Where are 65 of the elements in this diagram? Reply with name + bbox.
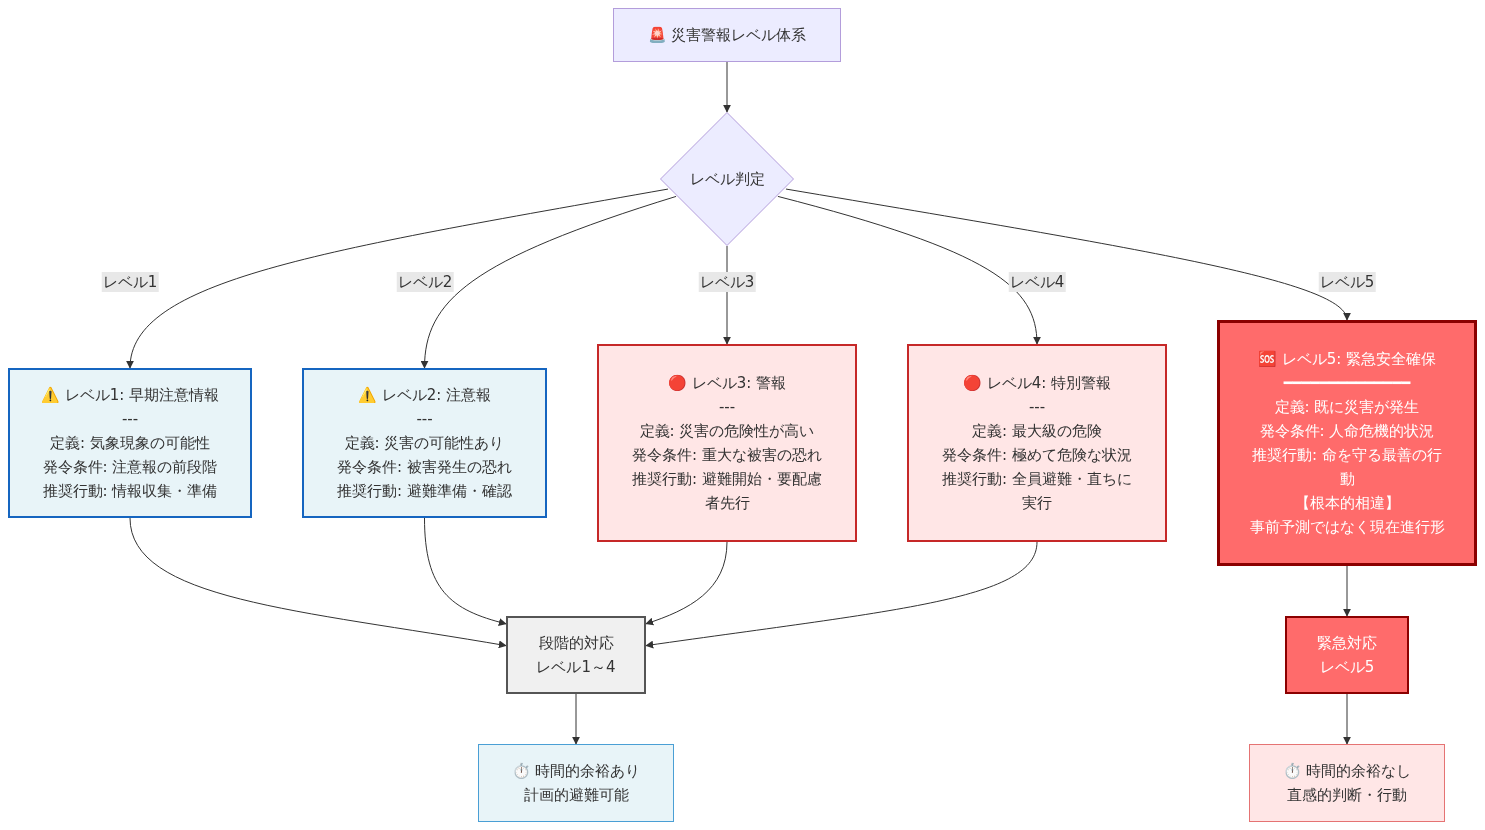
box-text: 定義: 気象現象の可能性 [50, 433, 210, 454]
arrow [127, 188, 669, 369]
box-text: 計画的避難可能 [523, 785, 629, 806]
box-text: --- [416, 409, 433, 430]
box-text: --- [1028, 397, 1046, 418]
box-text: 事前予測ではなく現在進行形 [1249, 517, 1445, 538]
box-heading: 🆘 レベル5: 緊急安全確保 [1257, 349, 1437, 370]
box-text: 推奨行動: 命を守る最善の行動 [1251, 445, 1443, 490]
arrow [785, 188, 1348, 321]
box-text: ━━━━━━━━━━━━━━ [1283, 373, 1411, 394]
box-heading: 緊急対応 [1317, 633, 1377, 654]
box-heading: ⚠ レベル1: 早期注意情報 [40, 385, 220, 406]
process-box [597, 344, 857, 542]
process-box [907, 344, 1167, 542]
decision-diamond [660, 112, 794, 246]
box-text: --- [718, 397, 736, 418]
box-text: 定義: 既に災害が発生 [1274, 397, 1420, 418]
edge-label: レベル4 [1008, 272, 1066, 292]
arrow [1343, 565, 1351, 617]
edge-label: レベル3 [698, 272, 756, 292]
box-text: 発令条件: 被害発生の恐れ [337, 457, 512, 478]
box-text: 直感的判断・行動 [1287, 785, 1407, 806]
edge-label: レベル1 [101, 272, 159, 292]
box-text: --- [121, 409, 139, 430]
box-text: 推奨行動: 情報収集・準備 [42, 481, 218, 502]
process-box [613, 8, 841, 62]
box-text: 発令条件: 重大な被害の恐れ [632, 445, 822, 466]
process-box [1217, 320, 1477, 566]
arrow [420, 195, 677, 369]
process-box [478, 744, 674, 822]
box-heading: ⚠ レベル2: 注意報 [357, 385, 492, 406]
box-heading: レベル判定 [689, 169, 765, 190]
process-box [302, 368, 547, 518]
edge-label: レベル5 [1318, 272, 1376, 292]
box-text: 推奨行動: 全員避難・直ちに実行 [941, 469, 1133, 514]
box-text: 定義: 災害の可能性あり [344, 433, 505, 454]
box-text: 定義: 災害の危険性が高い [639, 421, 815, 442]
process-box [8, 368, 252, 518]
box-heading: ⏱ 時間的余裕なし [1282, 761, 1412, 782]
box-text: 発令条件: 人命危機的状況 [1259, 421, 1435, 442]
box-text: レベル5 [1319, 657, 1375, 678]
box-heading: 段階的対応 [538, 633, 614, 654]
edge-label: レベル2 [396, 272, 454, 292]
box-text: 推奨行動: 避難準備・確認 [337, 481, 512, 502]
box-heading: 🔴 レベル4: 特別警報 [962, 373, 1112, 394]
process-box [506, 616, 646, 694]
arrow [1343, 693, 1351, 745]
arrow [645, 541, 728, 626]
box-heading: 🚨 災害警報レベル体系 [647, 25, 807, 46]
process-box [1285, 616, 1409, 694]
arrow [572, 693, 580, 745]
box-text: 定義: 最大級の危険 [972, 421, 1102, 442]
box-text: 【根本的相違】 [1294, 493, 1400, 514]
box-text: 発令条件: 注意報の前段階 [42, 457, 218, 478]
box-text: 発令条件: 極めて危険な状況 [942, 445, 1132, 466]
box-text: レベル1～4 [536, 657, 616, 678]
arrow [129, 517, 507, 649]
arrow [777, 195, 1041, 345]
arrow [645, 541, 1038, 649]
arrow [723, 61, 731, 113]
box-text: 推奨行動: 避難開始・要配慮者先行 [631, 469, 823, 514]
box-heading: ⏱ 時間的余裕あり [511, 761, 641, 782]
arrow [424, 517, 507, 626]
box-heading: 🔴 レベル3: 警報 [667, 373, 787, 394]
process-box [1249, 744, 1445, 822]
